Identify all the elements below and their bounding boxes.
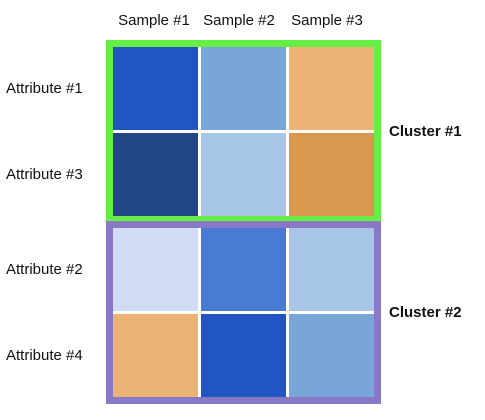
column-label-3: Sample #3 bbox=[291, 12, 363, 29]
heatmap-cell bbox=[201, 47, 286, 130]
heatmap-cell bbox=[113, 314, 198, 397]
row-label-attribute-1: Attribute #1 bbox=[6, 79, 83, 97]
row-label-attribute-3: Attribute #3 bbox=[6, 165, 83, 183]
heatmap-cell bbox=[289, 47, 374, 130]
heatmap-cell bbox=[289, 314, 374, 397]
heatmap-cell bbox=[113, 133, 198, 216]
heatmap-cell bbox=[289, 228, 374, 311]
heatmap-cell bbox=[289, 133, 374, 216]
row-label-attribute-2: Attribute #2 bbox=[6, 260, 83, 278]
heatmap-cell bbox=[113, 47, 198, 130]
heatmap-cell bbox=[201, 314, 286, 397]
cluster-box-1 bbox=[106, 40, 381, 223]
heatmap-cell bbox=[201, 228, 286, 311]
row-label-attribute-4: Attribute #4 bbox=[6, 346, 83, 364]
cluster-label-2: Cluster #2 bbox=[389, 303, 462, 321]
column-label-1: Sample #1 bbox=[118, 12, 190, 29]
cluster-label-1: Cluster #1 bbox=[389, 122, 462, 140]
heatmap-cell bbox=[201, 133, 286, 216]
cluster-box-2 bbox=[106, 221, 381, 404]
column-label-2: Sample #2 bbox=[203, 12, 275, 29]
heatmap-cell bbox=[113, 228, 198, 311]
